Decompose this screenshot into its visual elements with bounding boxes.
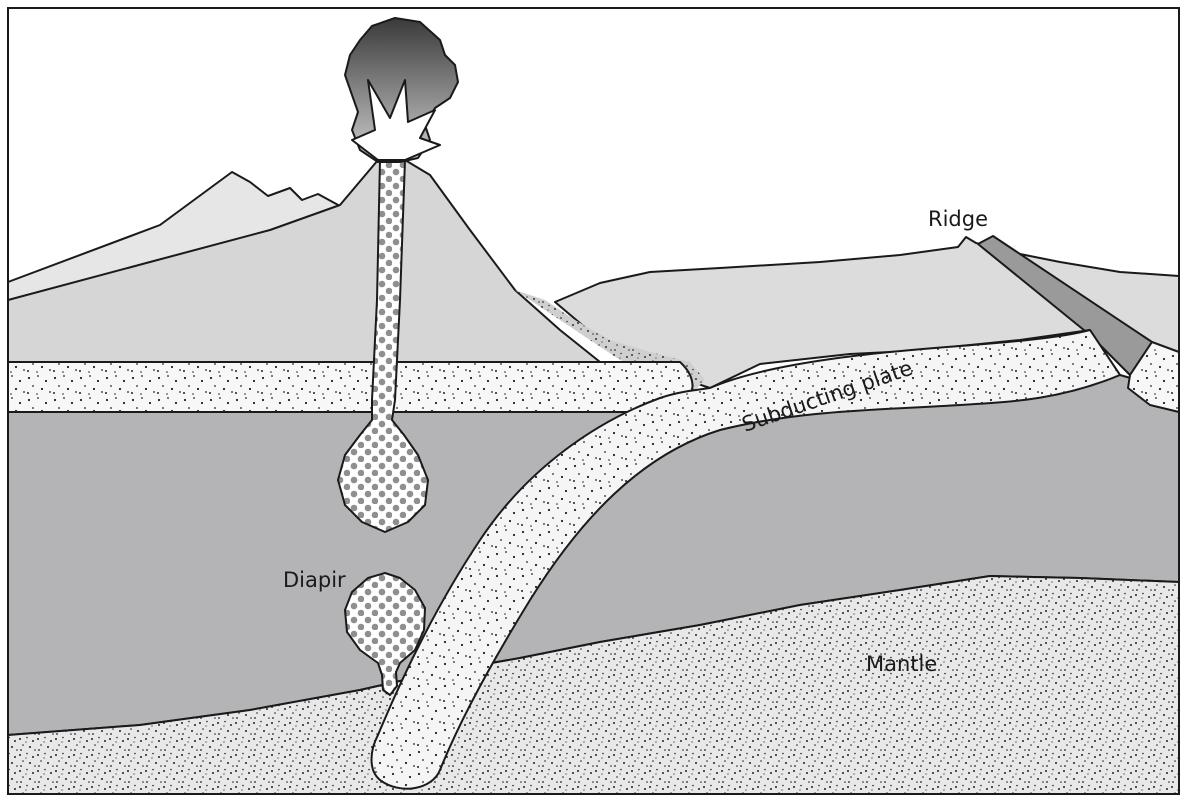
diapir-label: Diapir <box>283 568 346 592</box>
mantle-label: Mantle <box>866 652 937 676</box>
ridge-label: Ridge <box>928 207 988 231</box>
crust-layer-speckle <box>8 362 693 412</box>
